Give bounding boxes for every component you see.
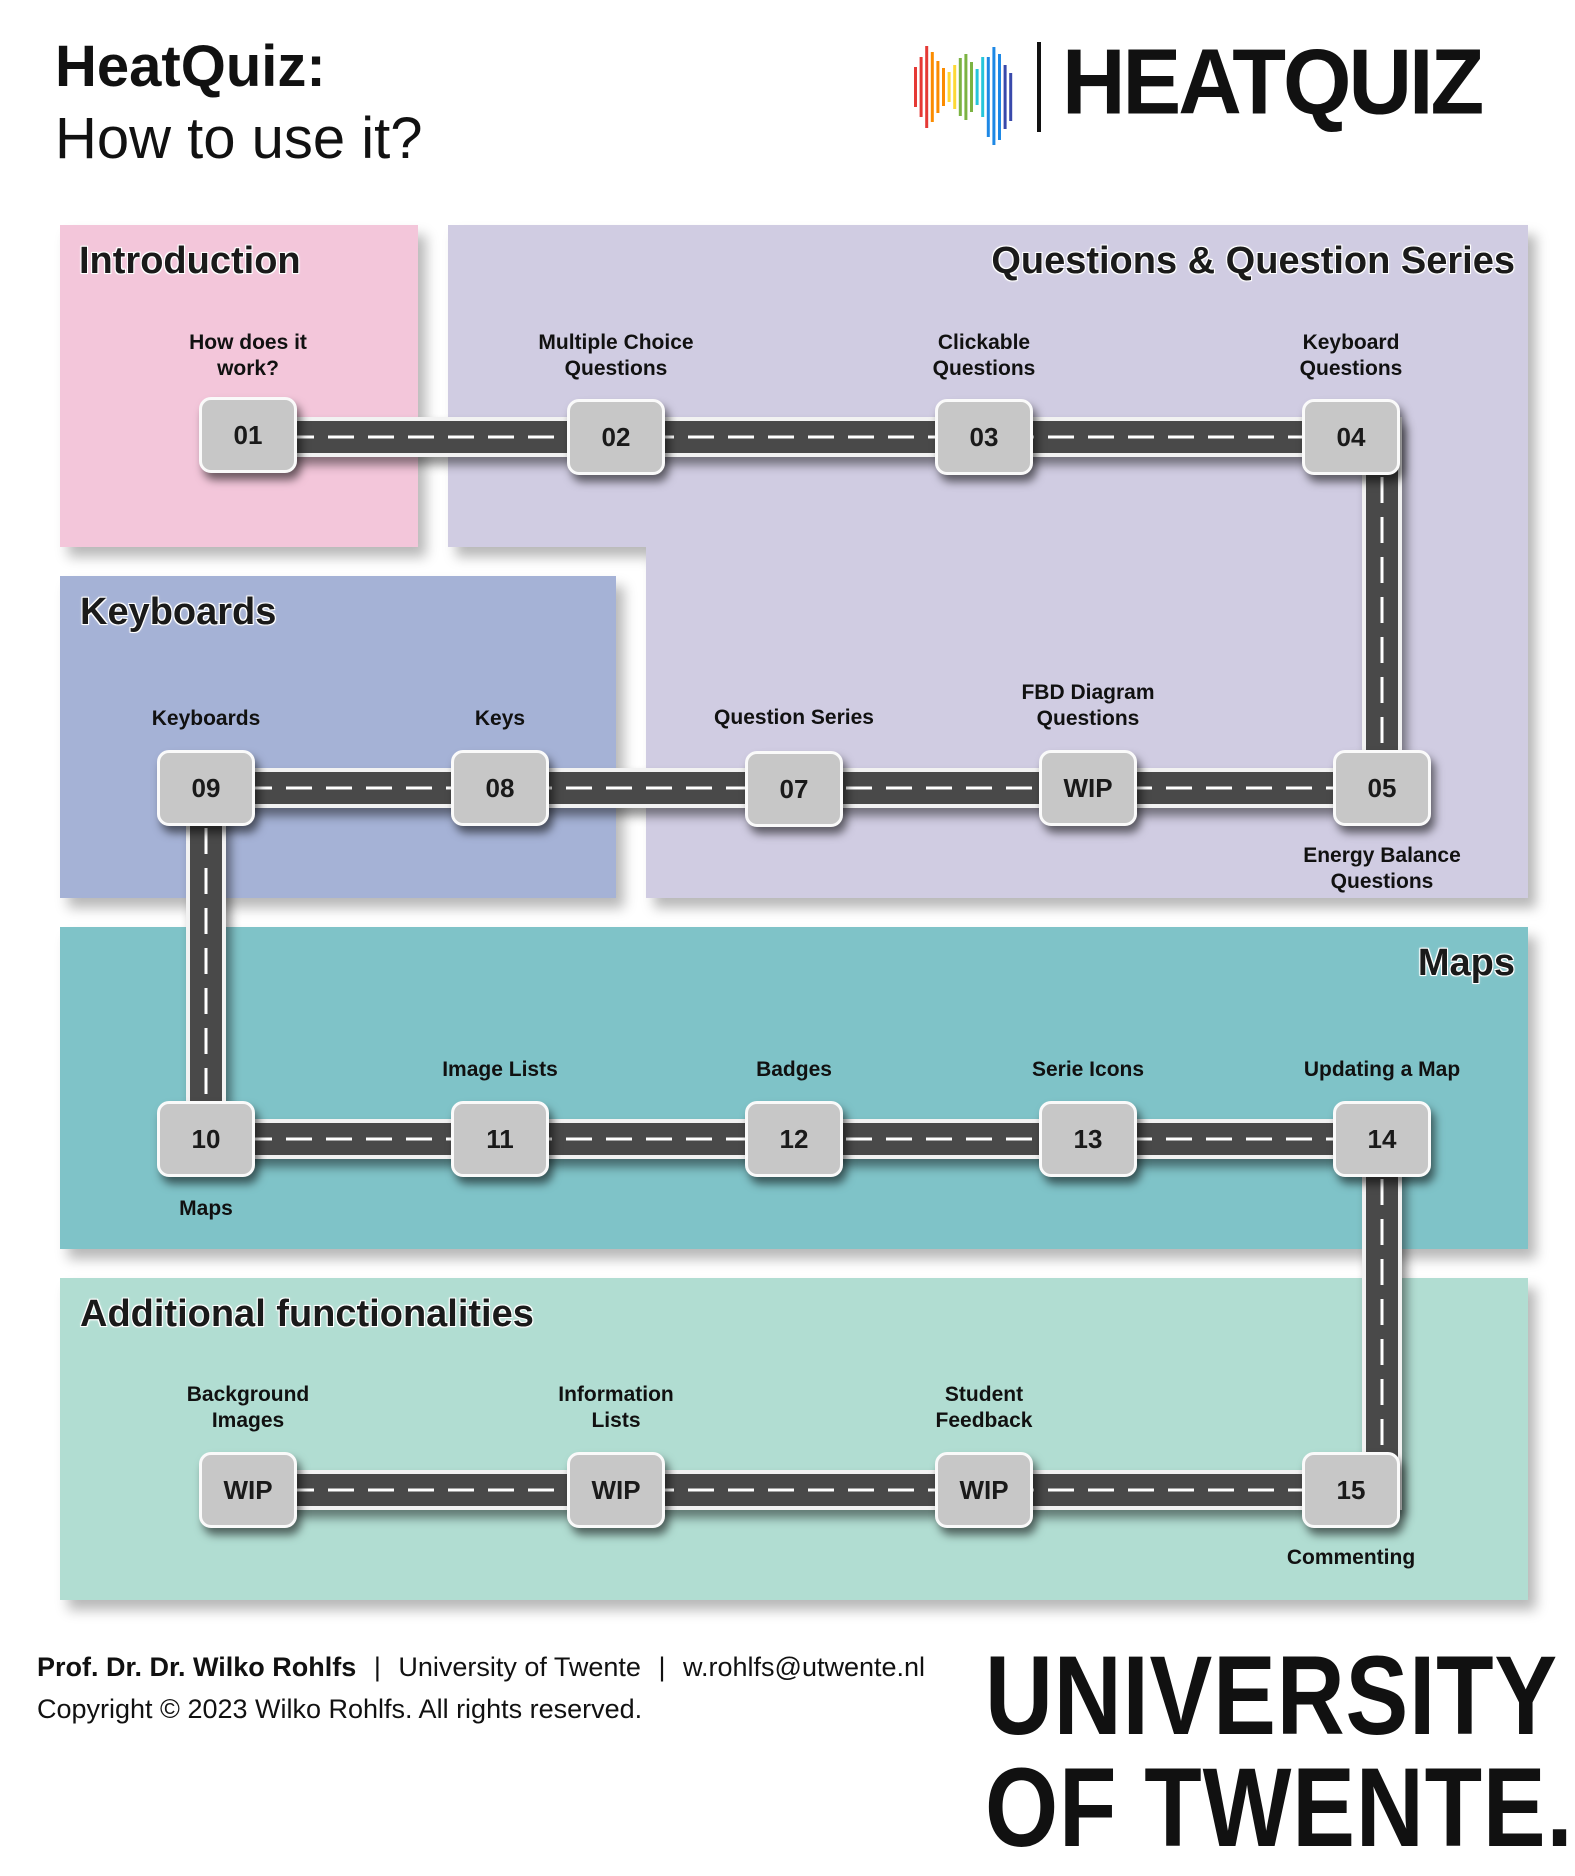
step-wip-information-node[interactable]: WIP: [567, 1452, 665, 1528]
step-14-label: Updating a Map: [1303, 1058, 1461, 1081]
step-10-node[interactable]: 10: [157, 1101, 255, 1177]
logo-separator: [1037, 42, 1041, 132]
section-additional: [60, 1278, 1528, 1600]
step-02-label: Multiple Choice Questions: [538, 331, 694, 380]
section-questions: [448, 225, 1528, 898]
step-03-node[interactable]: 03: [935, 399, 1033, 475]
step-15-label: Commenting: [1286, 1546, 1416, 1569]
footer-separator-2: |: [658, 1652, 666, 1682]
logo-bar: [942, 68, 945, 106]
logo-bar: [958, 58, 962, 116]
ut-logo-line-2: OF TWENTE.: [985, 1745, 1574, 1870]
section-introduction: [60, 225, 418, 547]
step-14-node[interactable]: 14: [1333, 1101, 1431, 1177]
step-wip-fbd-label: FBD Diagram Questions: [1021, 681, 1155, 730]
footer-copyright: Copyright © 2023 Wilko Rohlfs. All right…: [37, 1694, 643, 1724]
section-title-questions: Questions & Question Series: [991, 240, 1515, 282]
footer-author: Prof. Dr. Dr. Wilko Rohlfs: [37, 1652, 357, 1682]
logo-bar: [1009, 73, 1013, 121]
step-11-label: Image Lists: [442, 1058, 558, 1081]
step-07-label: Question Series: [714, 706, 874, 729]
step-12-label: Badges: [756, 1058, 832, 1081]
page-subtitle: How to use it?: [55, 106, 423, 171]
step-13-node[interactable]: 13: [1039, 1101, 1137, 1177]
footer-email[interactable]: w.rohlfs@utwente.nl: [683, 1652, 926, 1682]
university-of-twente-logo: UNIVERSITY OF TWENTE.: [985, 1633, 1574, 1870]
step-05-label: Energy Balance Questions: [1303, 844, 1461, 893]
logo-bar: [970, 62, 973, 112]
logo-bar: [919, 57, 923, 117]
logo-bar: [947, 72, 951, 102]
step-11-node[interactable]: 11: [451, 1101, 549, 1177]
logo-bar: [914, 67, 917, 107]
step-wip-fbd-node[interactable]: WIP: [1039, 750, 1137, 826]
logo-bar: [964, 54, 968, 120]
step-01-label: How does it work?: [189, 331, 307, 380]
logo-bar: [930, 52, 934, 122]
step-04-node[interactable]: 04: [1302, 399, 1400, 475]
step-wip-background-label: Background Images: [186, 1383, 310, 1432]
step-12-node[interactable]: 12: [745, 1101, 843, 1177]
step-wip-information-label: Information Lists: [558, 1383, 674, 1432]
step-07-node[interactable]: 07: [745, 751, 843, 827]
heatquiz-logo: HEATQUIZ: [912, 30, 1532, 150]
footer-contact: Prof. Dr. Dr. Wilko Rohlfs | University …: [37, 1652, 925, 1683]
step-15-node[interactable]: 15: [1302, 1452, 1400, 1528]
section-title-keyboards: Keyboards: [80, 591, 277, 633]
step-02-node[interactable]: 02: [567, 399, 665, 475]
step-05-node[interactable]: 05: [1333, 750, 1431, 826]
step-wip-background-node[interactable]: WIP: [199, 1452, 297, 1528]
page-title: HeatQuiz:: [55, 34, 326, 99]
step-09-node[interactable]: 09: [157, 750, 255, 826]
step-wip-feedback-label: Student Feedback: [935, 1383, 1033, 1432]
logo-bar: [975, 69, 979, 105]
step-08-label: Keys: [474, 707, 526, 730]
step-wip-feedback-node[interactable]: WIP: [935, 1452, 1033, 1528]
step-10-label: Maps: [179, 1197, 233, 1220]
logo-bar: [936, 61, 940, 113]
section-maps: [60, 927, 1528, 1249]
section-title-introduction: Introduction: [79, 240, 301, 282]
heatquiz-wordmark: HEATQUIZ: [1062, 29, 1484, 134]
logo-bar: [925, 46, 929, 128]
logo-bar: [981, 57, 985, 117]
logo-bar: [986, 57, 990, 137]
heatquiz-waveform-icon: [914, 46, 1013, 145]
footer-separator-1: |: [373, 1652, 381, 1682]
step-04-label: Keyboard Questions: [1299, 331, 1403, 380]
step-08-node[interactable]: 08: [451, 750, 549, 826]
step-01-node[interactable]: 01: [199, 397, 297, 473]
section-title-maps: Maps: [1417, 942, 1515, 984]
logo-bar: [998, 54, 1001, 140]
logo-bar: [953, 65, 957, 109]
step-03-label: Clickable Questions: [932, 331, 1036, 380]
ut-logo-line-1: UNIVERSITY: [985, 1633, 1558, 1758]
step-13-label: Serie Icons: [1031, 1058, 1145, 1081]
logo-bar: [992, 47, 996, 145]
footer-university: University of Twente: [398, 1652, 641, 1682]
section-title-additional: Additional functionalities: [80, 1293, 534, 1335]
section-keyboards: [60, 576, 616, 898]
logo-bar: [1003, 65, 1007, 129]
step-09-label: Keyboards: [151, 707, 261, 730]
